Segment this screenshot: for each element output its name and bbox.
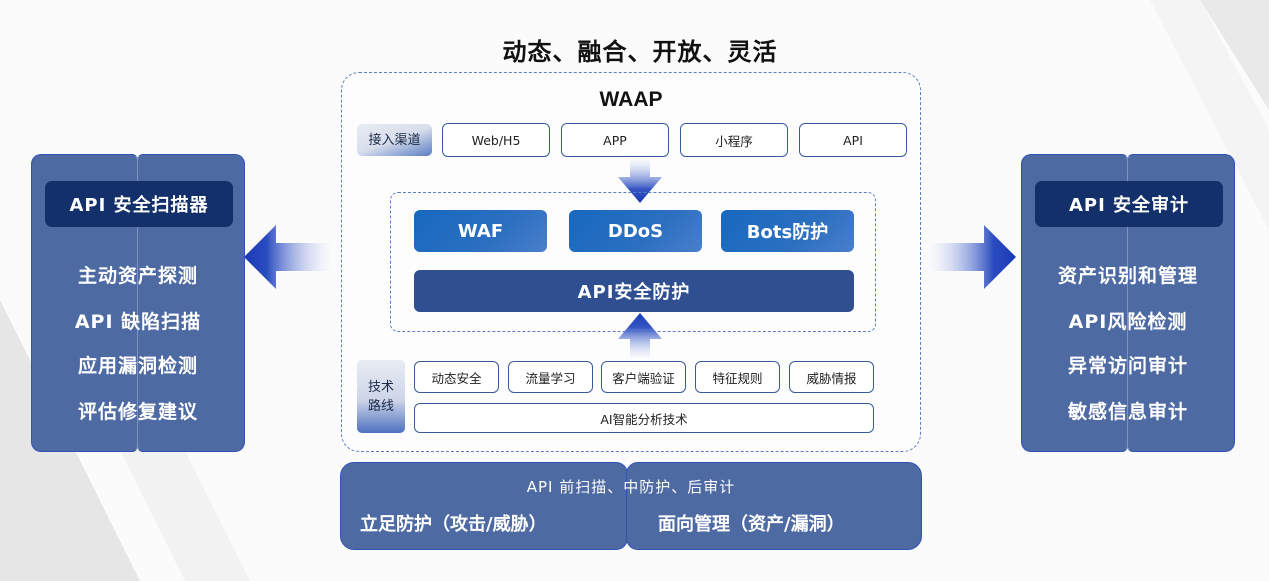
audit-item: 资产识别和管理	[1057, 265, 1198, 287]
audit-item: 敏感信息审计	[1067, 401, 1188, 423]
bar-half-right	[626, 462, 922, 550]
tech-traffic-learning: 流量学习	[508, 361, 593, 393]
arrow-up-icon	[618, 313, 662, 360]
channels-label: 接入渠道	[357, 124, 432, 156]
scanner-item: 应用漏洞检测	[77, 355, 198, 377]
scanner-item: 主动资产探测	[77, 265, 198, 287]
audit-item: 异常访问审计	[1067, 355, 1188, 377]
channel-app: APP	[561, 123, 669, 157]
scanner-panel-title: API 安全扫描器	[45, 181, 233, 227]
tech-ai-analysis: AI智能分析技术	[414, 403, 874, 433]
scanner-item: 评估修复建议	[77, 401, 198, 423]
scanner-panel: API 安全扫描器 主动资产探测 API 缺陷扫描 应用漏洞检测 评估修复建议	[31, 154, 245, 452]
tech-route-label: 技术 路线	[357, 360, 405, 433]
channel-web-h5: Web/H5	[442, 123, 550, 157]
tech-dynamic-security: 动态安全	[414, 361, 499, 393]
bg-shape-right	[1200, 0, 1269, 110]
arrow-right-icon	[926, 225, 1016, 289]
defense-focus-label: 立足防护（攻击/威胁）	[360, 514, 547, 535]
tech-route-label-line1: 技术	[367, 379, 394, 395]
tech-client-verification: 客户端验证	[601, 361, 686, 393]
channel-api: API	[799, 123, 907, 157]
tech-signature-rules: 特征规则	[695, 361, 780, 393]
lifecycle-subtitle: API 前扫描、中防护、后审计	[526, 478, 736, 496]
arrow-left-icon	[244, 225, 334, 289]
api-security-protection: API安全防护	[414, 270, 854, 312]
audit-panel: API 安全审计 资产识别和管理 API风险检测 异常访问审计 敏感信息审计	[1021, 154, 1235, 452]
tech-route-label-line2: 路线	[367, 398, 394, 414]
audit-item: API风险检测	[1068, 311, 1188, 333]
headline: 动态、融合、开放、灵活	[502, 38, 778, 66]
feature-bots: Bots防护	[721, 210, 854, 252]
arrow-down-icon	[618, 157, 662, 203]
audit-panel-title: API 安全审计	[1035, 181, 1223, 227]
waap-title: WAAP	[599, 88, 663, 111]
lifecycle-bar: API 前扫描、中防护、后审计 立足防护（攻击/威胁） 面向管理（资产/漏洞）	[340, 462, 922, 550]
bar-half-left	[340, 462, 628, 550]
tech-threat-intel: 威胁情报	[789, 361, 874, 393]
management-focus-label: 面向管理（资产/漏洞）	[658, 514, 845, 535]
channel-mini-program: 小程序	[680, 123, 788, 157]
feature-ddos: DDoS	[569, 210, 702, 252]
feature-waf: WAF	[414, 210, 547, 252]
scanner-item: API 缺陷扫描	[74, 311, 202, 333]
